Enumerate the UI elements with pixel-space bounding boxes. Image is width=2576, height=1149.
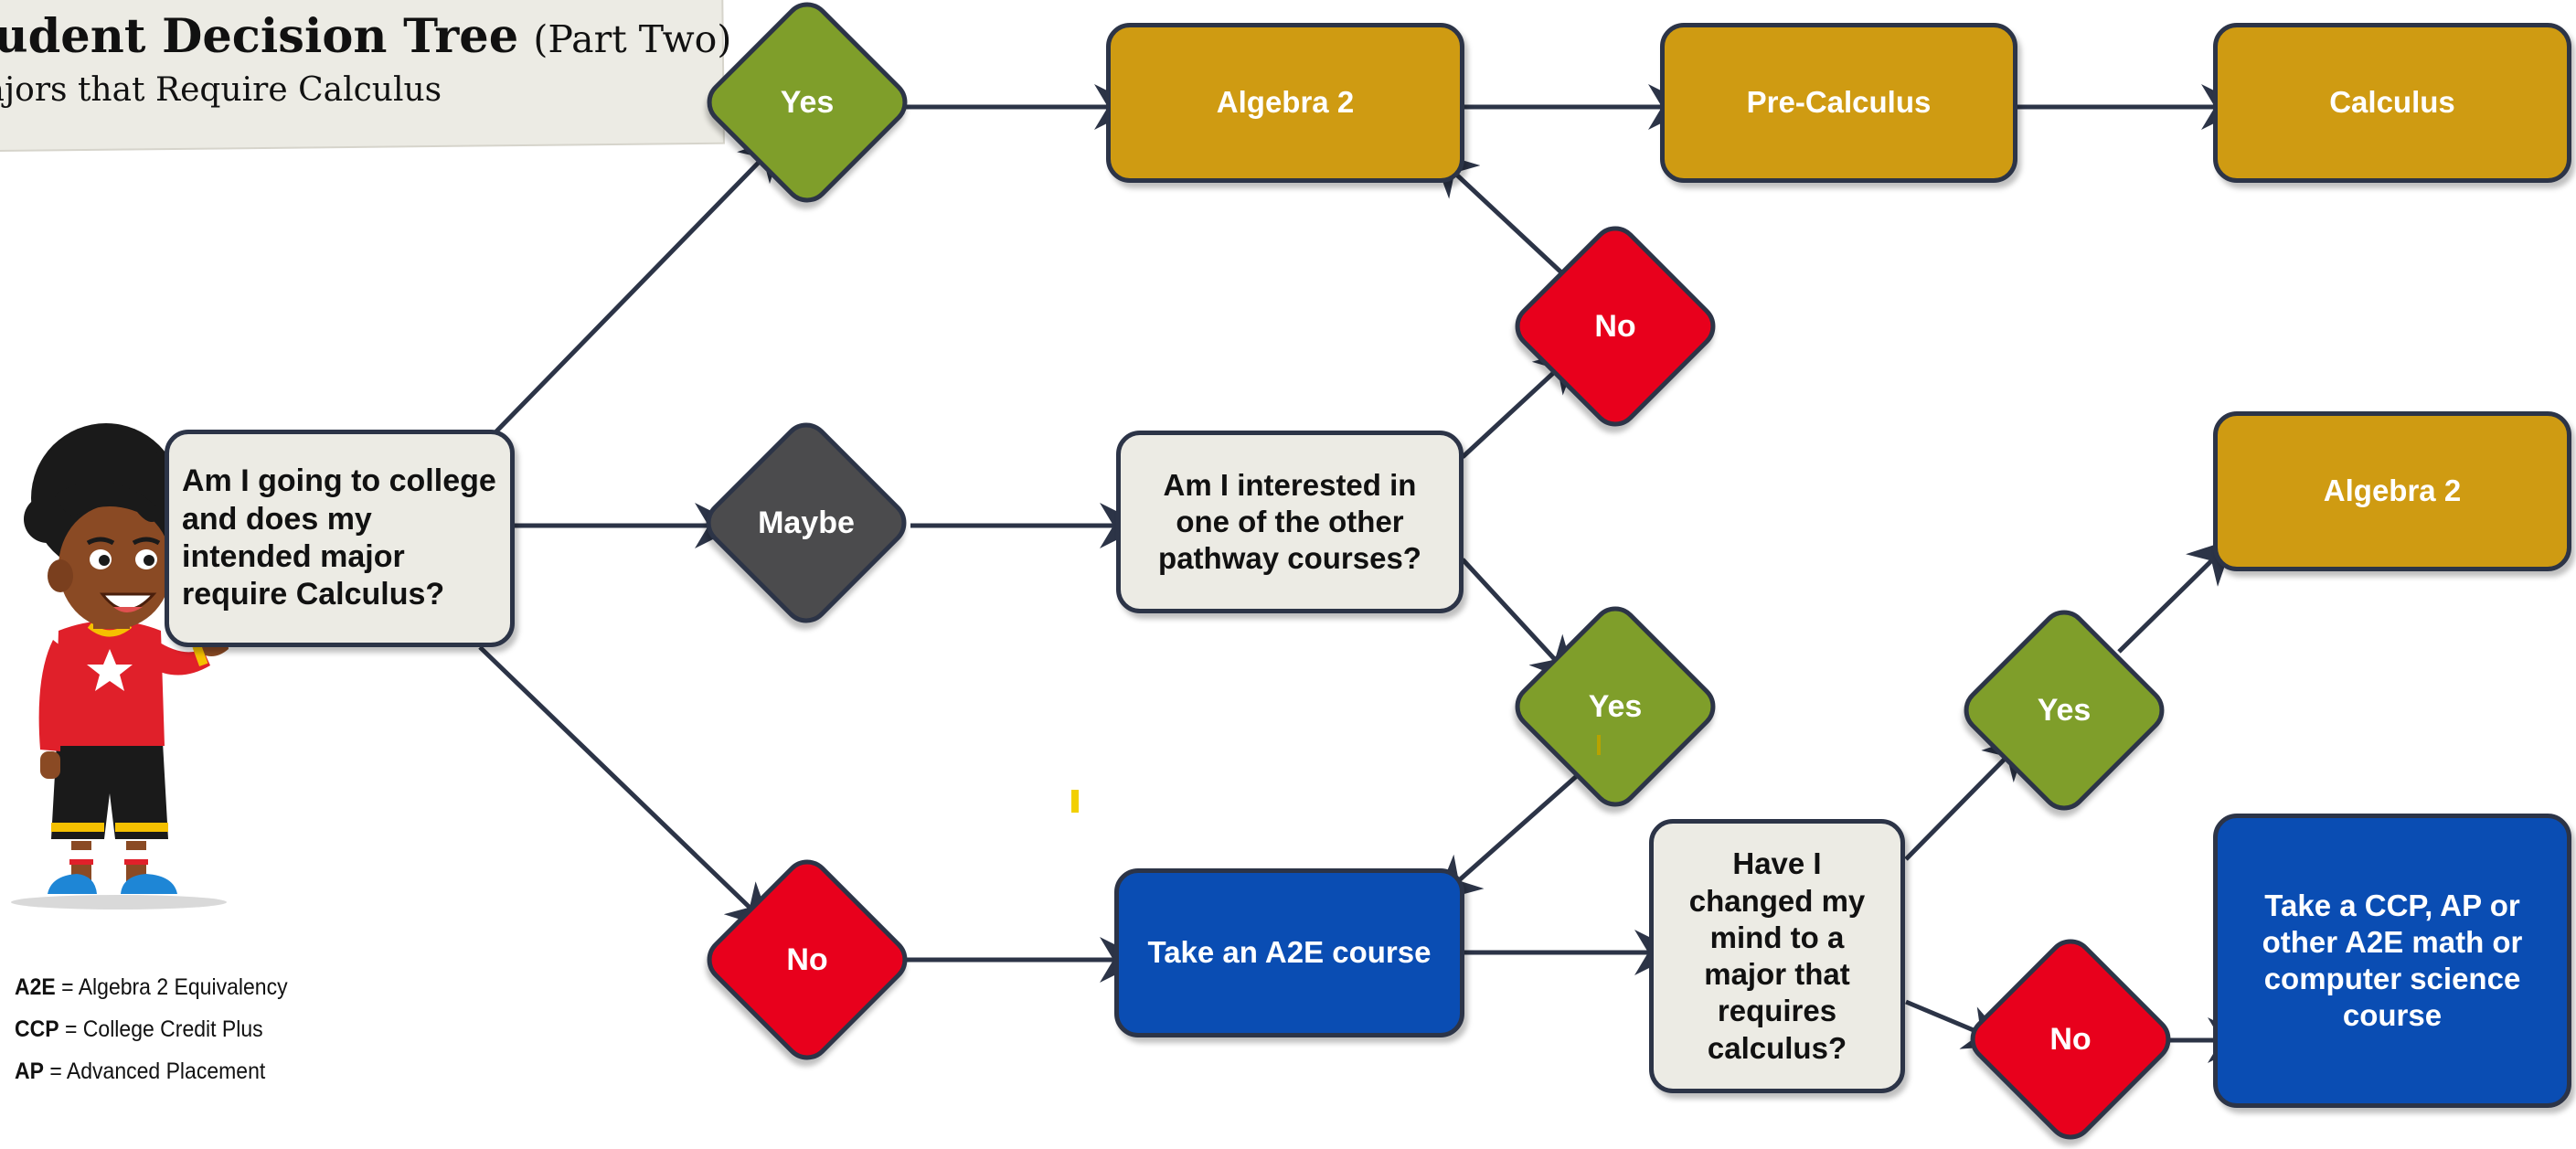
- node-a2e-course: Take an A2E course: [1114, 868, 1464, 1037]
- arrow-interest-to-yes: [1461, 558, 1577, 684]
- legend-item-ap: AP = Advanced Placement: [15, 1059, 265, 1085]
- arrow-yes-to-a2e: [1434, 772, 1581, 902]
- legend-text: = Algebra 2 Equivalency: [61, 974, 288, 1000]
- decision-no-right: No: [1960, 929, 2181, 1149]
- decision-yes-top-label: Yes: [780, 84, 835, 120]
- node-calculus-text: Calculus: [2329, 85, 2455, 120]
- decision-yes-mid-label: Yes: [1588, 688, 1643, 724]
- decision-yes-right-label: Yes: [2037, 692, 2092, 728]
- legend-item-ccp: CCP = College Credit Plus: [15, 1016, 263, 1043]
- decision-no-bottom-label: No: [786, 942, 828, 977]
- yellow-mark: [1071, 790, 1079, 813]
- decision-yes-right: Yes: [1953, 600, 2175, 821]
- decision-no-mid: No: [1505, 216, 1726, 437]
- node-college-question: Am I going to college and does my intend…: [165, 430, 515, 647]
- diagram-subtitle: lajors that Require Calculus: [0, 71, 442, 109]
- node-interest-question: Am I interested in one of the other path…: [1116, 431, 1464, 613]
- node-college-question-text: Am I going to college and does my intend…: [182, 463, 496, 612]
- legend-abbr: A2E: [15, 974, 56, 1000]
- node-calculus: Calculus: [2213, 23, 2571, 183]
- node-precalculus: Pre-Calculus: [1660, 23, 2017, 183]
- node-changed-mind-question: Have I changed my mind to a major that r…: [1649, 819, 1905, 1093]
- diagram-title: tudent Decision Tree (Part Two): [0, 9, 731, 64]
- node-algebra2-right: Algebra 2: [2213, 411, 2571, 571]
- legend-item-a2e: A2E = Algebra 2 Equivalency: [15, 974, 288, 1001]
- node-ccp-ap-course: Take a CCP, AP or other A2E math or comp…: [2213, 814, 2571, 1108]
- legend-abbr: AP: [15, 1059, 44, 1084]
- legend-text: = Advanced Placement: [49, 1059, 266, 1084]
- node-algebra2-right-text: Algebra 2: [2323, 473, 2462, 508]
- title-part: (Part Two): [533, 17, 732, 61]
- student-illustration: [11, 423, 240, 910]
- node-algebra2-top-text: Algebra 2: [1216, 85, 1355, 120]
- decision-yes-mid: Yes: [1505, 596, 1726, 817]
- decision-maybe-label: Maybe: [758, 505, 855, 540]
- decision-no-mid-label: No: [1594, 308, 1636, 344]
- decision-maybe: Maybe: [696, 412, 917, 633]
- title-main: tudent Decision Tree: [0, 9, 519, 64]
- node-precalculus-text: Pre-Calculus: [1746, 85, 1932, 120]
- arrow-college-to-no: [478, 645, 773, 930]
- decision-no-right-label: No: [2049, 1021, 2092, 1057]
- decision-yes-top: Yes: [697, 0, 918, 213]
- legend-abbr: CCP: [15, 1016, 59, 1042]
- node-a2e-course-text: Take an A2E course: [1147, 935, 1432, 970]
- node-ccp-ap-course-text: Take a CCP, AP or other A2E math or comp…: [2262, 888, 2523, 1033]
- arrow-yes-to-algebra2-right: [2117, 537, 2235, 654]
- decision-no-bottom: No: [697, 849, 918, 1070]
- node-interest-question-text: Am I interested in one of the other path…: [1158, 467, 1421, 576]
- arrow-college-to-yes: [492, 134, 785, 436]
- yellow-mark: [1597, 735, 1601, 755]
- node-algebra2-top: Algebra 2: [1106, 23, 1464, 183]
- legend-text: = College Credit Plus: [64, 1016, 263, 1042]
- node-changed-mind-question-text: Have I changed my mind to a major that r…: [1688, 846, 1866, 1065]
- arrow-no-to-algebra2: [1431, 151, 1563, 274]
